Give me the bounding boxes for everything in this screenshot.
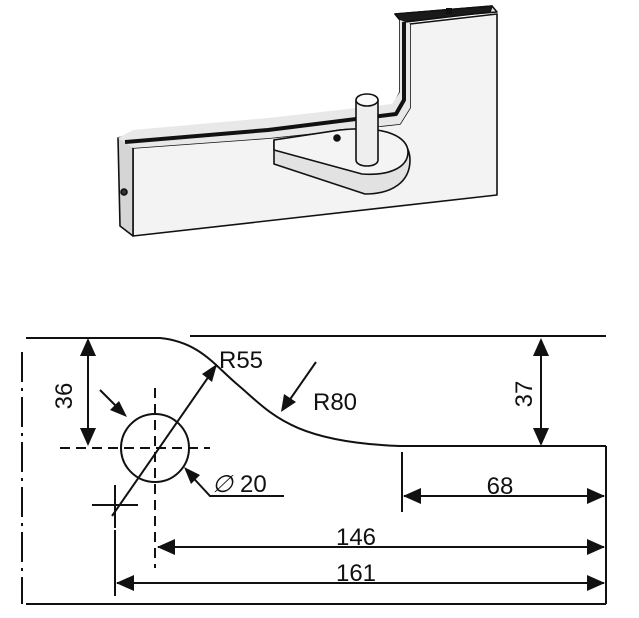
profile-outline (26, 337, 606, 447)
label-diameter-value: 20 (240, 471, 267, 498)
arrow-hole-upper (110, 401, 127, 417)
arrow-161-left (116, 575, 134, 591)
arrow-diameter (184, 467, 200, 484)
arrow-r80 (281, 394, 296, 412)
arrowheads (80, 338, 605, 591)
pivot-pin-top (355, 93, 379, 107)
label-r55: R55 (219, 347, 263, 374)
arrow-37-top (533, 338, 549, 356)
screw-icon (120, 188, 128, 196)
arrow-36-top (80, 338, 96, 356)
patch-fitting-illustration (117, 5, 498, 237)
arrow-68-right (587, 488, 605, 504)
diameter-leader (185, 469, 284, 497)
arrow-r55 (202, 364, 217, 382)
label-36: 36 (51, 383, 78, 410)
fitting-top-surface (118, 20, 410, 148)
label-68: 68 (487, 473, 514, 500)
label-161: 161 (336, 560, 376, 587)
r55-leader (111, 365, 217, 517)
arrow-68-left (403, 488, 421, 504)
arrow-161-right (587, 575, 605, 591)
gasket-strip (124, 22, 406, 144)
label-37: 37 (511, 381, 538, 408)
label-r80: R80 (313, 389, 357, 416)
label-146: 146 (336, 524, 376, 551)
arrow-36-bottom (80, 428, 96, 446)
label-diameter-symbol: ∅ (212, 471, 234, 498)
pivot-pin (355, 99, 379, 167)
arrow-37-bottom (533, 428, 549, 446)
arrow-146-right (587, 539, 605, 555)
dimension-drawing (21, 335, 607, 605)
fitting-left-end (117, 133, 134, 237)
arrow-146-left (157, 539, 175, 555)
top-mark (446, 8, 452, 14)
pad-hole-icon (333, 134, 341, 142)
